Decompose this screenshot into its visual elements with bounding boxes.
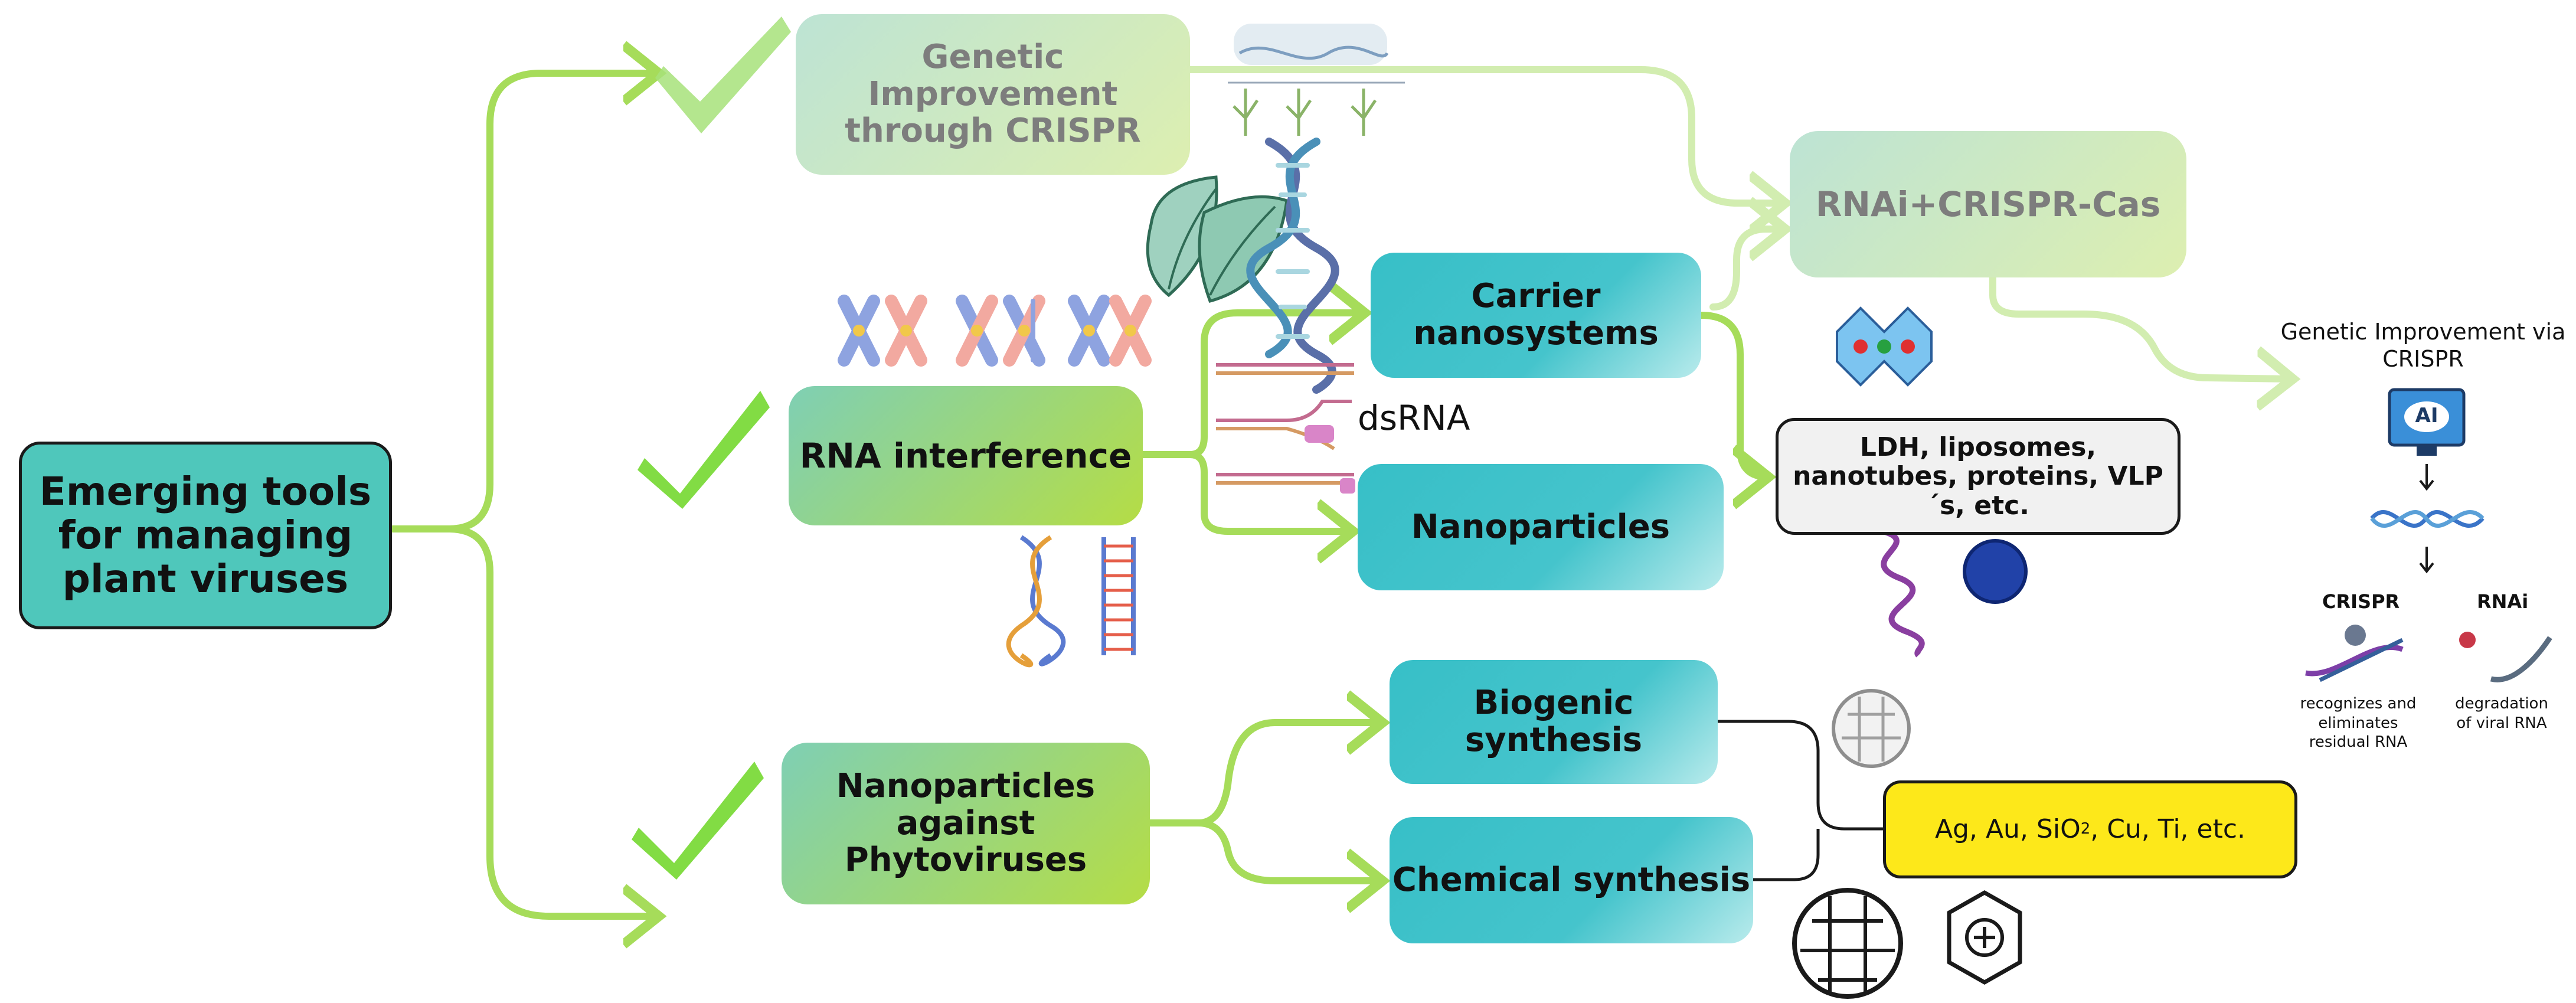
- check-marks: [632, 17, 791, 880]
- metals-superscript: 2: [2080, 820, 2091, 838]
- leaves-icon: [1146, 175, 1289, 303]
- ldh-crystal-icon: [1836, 306, 1933, 387]
- nanosphere-icon: [1963, 539, 2028, 604]
- nano-hexagon-icon: [1947, 890, 2022, 985]
- check-mark-icon: [655, 17, 791, 133]
- ldh-list-node: LDH, liposomes, nanotubes, proteins, VLP…: [1776, 418, 2181, 535]
- dna-ladder-icon: [1006, 535, 1136, 668]
- bracket-to-metals: [1718, 720, 1883, 881]
- arrow-down-icon: [2419, 464, 2434, 574]
- crispr-plants-illustration: [1228, 24, 1405, 136]
- metals-suffix: , Cu, Ti, etc.: [2090, 814, 2246, 845]
- connector-carrier-to-rnai-crispr: [1709, 229, 1785, 311]
- connector-crispr-to-rnai-crispr: [1186, 66, 1785, 203]
- nanoparticles-node: Nanoparticles: [1358, 464, 1724, 590]
- connector-phyto-to-biogenic: [1146, 723, 1382, 826]
- connector-phyto-to-chemical: [1195, 819, 1382, 881]
- bracket-chemical: [1753, 829, 1820, 881]
- ai-badge-label: AI: [2415, 404, 2438, 427]
- rnai-virus-icon: [2459, 632, 2552, 682]
- connector-rnai-crispr-to-ai: [1989, 274, 2293, 379]
- pale-connectors: [1186, 66, 2293, 379]
- metals-prefix: Ag, Au, SiO: [1934, 814, 2081, 845]
- dna-strand-icon: [2370, 509, 2485, 528]
- rnai-crispr-cas-node: RNAi+CRISPR-Cas: [1790, 131, 2186, 277]
- rna-interference-node: RNA interference: [789, 386, 1143, 525]
- connector-root-lower: [445, 525, 659, 916]
- root-node: Emerging tools for managing plant viruse…: [19, 442, 392, 629]
- crispr-caption: recognizes and eliminates residual RNA: [2300, 695, 2417, 751]
- fullerene-large-icon: [1792, 888, 1903, 999]
- ai-monitor-icon: [2388, 388, 2466, 456]
- nanoparticles-phytoviruses-node: Nanoparticles against Phytoviruses: [782, 743, 1150, 904]
- crispr-subheading: CRISPR: [2322, 590, 2400, 613]
- dsrna-illustration: [1216, 363, 1355, 494]
- biogenic-synthesis-node: Biogenic synthesis: [1390, 660, 1718, 784]
- dsrna-label: dsRNA: [1358, 398, 1470, 438]
- carrier-nanosystems-node: Carrier nanosystems: [1371, 253, 1701, 378]
- fullerene-icon: [1832, 689, 1911, 768]
- green-connectors: [1139, 312, 1768, 881]
- connector-root-trunk: [388, 73, 659, 532]
- genetic-crispr-node: Genetic Improvement through CRISPR: [796, 14, 1190, 175]
- crispr-virus-icon: [2305, 625, 2404, 682]
- root-connectors: [388, 73, 659, 916]
- check-mark-icon: [638, 391, 770, 509]
- chromosomes-icon: [838, 295, 1152, 367]
- connector-carrier-to-ldh: [1698, 312, 1768, 477]
- ai-panel-title: Genetic Improvement via CRISPR: [2280, 319, 2566, 372]
- bracket-biogenic: [1718, 720, 1883, 831]
- check-mark-icon: [632, 762, 764, 880]
- rnai-caption: degradation of viral RNA: [2455, 695, 2548, 732]
- connector-rnai-to-nanoparticles: [1186, 451, 1353, 531]
- rnai-subheading: RNAi: [2477, 590, 2529, 613]
- chemical-synthesis-node: Chemical synthesis: [1390, 817, 1753, 943]
- protein-coil-icon: [1881, 528, 1925, 658]
